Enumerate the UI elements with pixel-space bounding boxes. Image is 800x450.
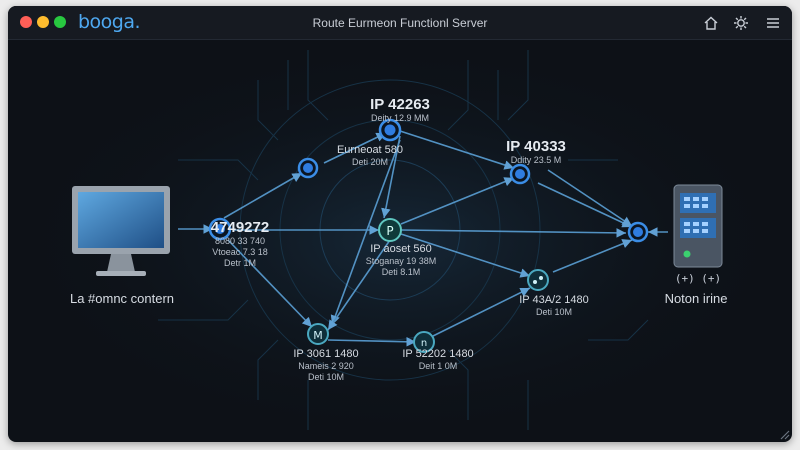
node-detail: Vtoeac 7.3 18 [212, 247, 268, 257]
node-n5[interactable]: P [378, 218, 402, 242]
node-label-n5: IP aoset 560 Stoganay 19 38M Deti 8.1M [366, 243, 437, 278]
server-icon[interactable] [673, 184, 723, 268]
node-ip: IP 52202 1480 [402, 348, 474, 360]
node-label-n1: IP 42263 Deity 12.9 MM [370, 96, 430, 124]
node-n3[interactable] [509, 163, 531, 185]
node-n4[interactable] [208, 217, 232, 241]
node-detail: Deti 8.1M [381, 267, 421, 277]
source-computer-icon[interactable] [72, 186, 170, 276]
menu-icon[interactable] [762, 12, 784, 34]
node-ip: IP 42263 [370, 96, 430, 113]
node-detail: Nameis 2 920 [298, 361, 354, 371]
node-detail: Stoganay 19 38M [365, 256, 437, 266]
node-ip: 4749272 [210, 219, 270, 236]
node-n6[interactable] [527, 269, 549, 291]
network-diagram: P M n [8, 40, 792, 442]
node-label-n2: Eurneoat 580 Deti 20M [337, 144, 403, 168]
node-label-n3: IP 40333 Ddity 23.5 M [506, 138, 566, 166]
node-label-n7: IP 3061 1480 Nameis 2 920 Deti 10M [293, 348, 358, 383]
close-window-button[interactable] [20, 16, 32, 28]
node-n7[interactable]: M [307, 323, 329, 345]
node-label-n8: IP 52202 1480 Deit 1 0M [402, 348, 473, 372]
svg-text:M: M [313, 329, 323, 342]
network-canvas: P M n La #omnc contern Noton irine (+) (… [8, 40, 792, 442]
node-label-n6: IP 43A/2 1480 Deti 10M [519, 294, 589, 318]
link-group [178, 130, 668, 347]
node-ip: IP 3061 1480 [293, 348, 359, 360]
node-label-n4: 4749272 8080 33 740 Vtoeac 7.3 18 Detr 1… [211, 219, 269, 269]
node-ip: IP 43A/2 1480 [519, 294, 589, 306]
node-detail: Deti 20M [351, 157, 388, 167]
home-icon[interactable] [700, 12, 722, 34]
node-n2[interactable] [297, 157, 319, 179]
app-logo: booga. [78, 11, 141, 33]
resize-handle-icon[interactable] [776, 426, 790, 440]
node-n8[interactable]: n [413, 331, 435, 353]
node-detail: Detr 1M [223, 258, 256, 268]
minimize-window-button[interactable] [37, 16, 49, 28]
maximize-window-button[interactable] [54, 16, 66, 28]
node-detail: Ddity 23.5 M [510, 155, 562, 165]
node-ip: Eurneoat 580 [336, 144, 404, 156]
title-bar: booga. Route Eurmeon Functionl Server [8, 6, 792, 40]
node-detail: 8080 33 740 [214, 236, 266, 246]
node-n1[interactable] [378, 118, 402, 142]
node-detail: Deity 12.9 MM [370, 113, 430, 123]
node-detail: Deti 10M [535, 307, 572, 317]
svg-text:P: P [386, 224, 393, 238]
destination-label: Noton irine [664, 291, 728, 306]
node-detail: Deti 10M [307, 372, 344, 382]
svg-text:n: n [421, 338, 427, 349]
node-ip: IP 40333 [506, 138, 566, 155]
gear-icon[interactable] [730, 12, 752, 34]
source-label: La #omnc contern [69, 291, 175, 306]
server-controls[interactable]: (+) (+) [674, 272, 722, 285]
node-destination-entry[interactable] [627, 221, 649, 243]
node-detail: Deit 1 0M [418, 361, 458, 371]
window-title: Route Eurmeon Functionl Server [312, 16, 488, 30]
node-ip: IP aoset 560 [370, 243, 432, 255]
app-window: booga. Route Eurmeon Functionl Server [8, 6, 792, 442]
